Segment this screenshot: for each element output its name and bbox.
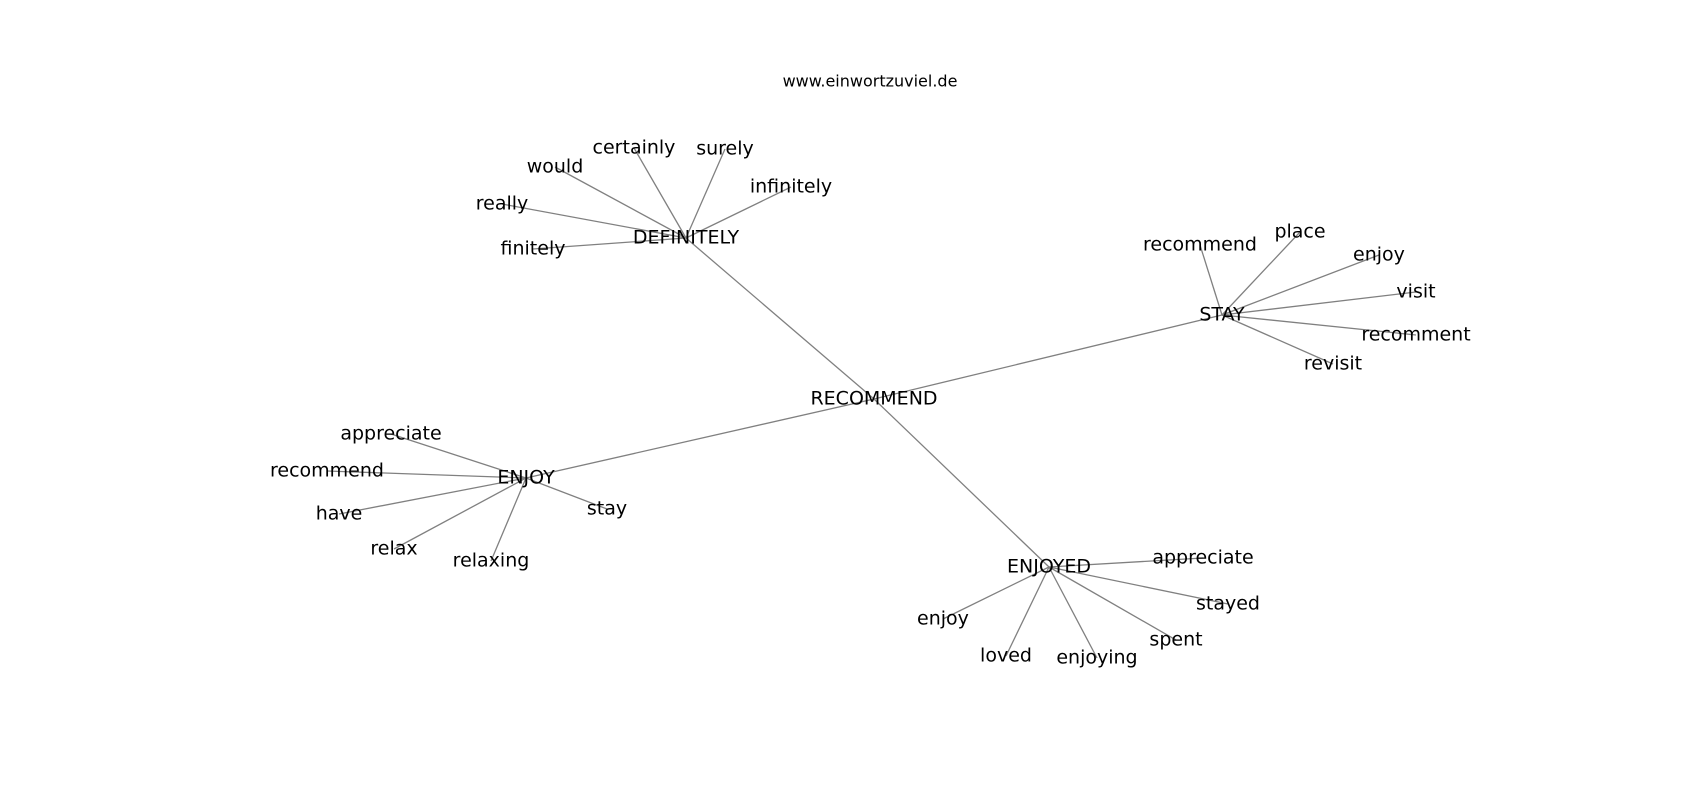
node-leaf-stay-enjoy: enjoy	[1353, 244, 1405, 266]
node-leaf-enjoy-relax: relax	[370, 538, 417, 560]
edge-enjoy-appreciate	[390, 433, 527, 479]
graph-edges	[326, 147, 1417, 659]
edge-stay-place	[1221, 231, 1301, 316]
graph-labels: www.einwortzuviel.de RECOMMEND DEFINITELY…	[270, 72, 1471, 669]
node-hub-enjoyed: ENJOYED	[1007, 556, 1091, 578]
node-hub-enjoy: ENJOY	[497, 467, 555, 489]
edge-enjoy-stay	[525, 477, 608, 510]
node-leaf-enjoy-relaxing: relaxing	[453, 550, 530, 572]
node-leaf-definitely-finitely: finitely	[501, 238, 566, 260]
edge-enjoyed-enjoy	[942, 566, 1050, 620]
node-leaf-stay-recomment: recomment	[1361, 324, 1470, 346]
edge-definitely-really	[501, 203, 687, 239]
edge-enjoyed-spent	[1048, 566, 1177, 641]
edge-definitely-infinitely	[685, 186, 792, 239]
edge-enjoy-have	[338, 477, 527, 515]
node-leaf-enjoy-appreciate: appreciate	[340, 423, 441, 445]
node-leaf-enjoyed-stayed: stayed	[1196, 593, 1260, 615]
edge-definitely-finitely	[532, 237, 687, 250]
edge-enjoyed-enjoying	[1048, 566, 1098, 659]
edge-enjoyed-appreciate	[1048, 557, 1204, 568]
edge-enjoyed-loved	[1005, 566, 1050, 657]
edge-definitely-would	[554, 166, 687, 239]
node-leaf-enjoyed-spent: spent	[1149, 629, 1202, 651]
edge-enjoy-recommend	[326, 470, 527, 479]
edge-root-stay	[873, 314, 1223, 400]
node-leaf-enjoyed-enjoy: enjoy	[917, 608, 969, 630]
node-leaf-stay-visit: visit	[1396, 281, 1435, 303]
edge-enjoyed-stayed	[1048, 566, 1229, 605]
edge-definitely-certainly	[633, 147, 687, 239]
node-leaf-enjoy-stay: stay	[587, 498, 627, 520]
edge-root-enjoy	[525, 398, 875, 479]
node-leaf-stay-recommend: recommend	[1143, 234, 1257, 256]
node-leaf-definitely-really: really	[476, 193, 529, 215]
node-leaf-enjoyed-appreciate: appreciate	[1152, 547, 1253, 569]
edge-stay-enjoy	[1221, 254, 1380, 316]
node-leaf-enjoyed-loved: loved	[980, 645, 1032, 667]
node-leaf-enjoy-recommend: recommend	[270, 460, 384, 482]
node-leaf-definitely-certainly: certainly	[593, 137, 676, 159]
node-leaf-definitely-would: would	[527, 156, 584, 178]
edge-root-enjoyed	[873, 398, 1050, 568]
edge-enjoy-relaxing	[490, 477, 527, 562]
node-leaf-stay-place: place	[1274, 221, 1325, 243]
node-leaf-enjoy-have: have	[316, 503, 363, 525]
node-leaf-stay-revisit: revisit	[1304, 353, 1362, 375]
edge-enjoy-relax	[393, 477, 527, 550]
node-hub-stay: STAY	[1199, 304, 1245, 326]
node-hub-definitely: DEFINITELY	[633, 227, 740, 249]
edge-stay-recommend	[1199, 244, 1223, 316]
edge-root-definitely	[685, 237, 875, 400]
node-leaf-enjoyed-enjoying: enjoying	[1056, 647, 1137, 669]
edge-definitely-surely	[685, 148, 726, 239]
node-leaf-definitely-infinitely: infinitely	[750, 176, 832, 198]
node-root-recommend: RECOMMEND	[810, 388, 937, 410]
node-leaf-definitely-surely: surely	[696, 138, 754, 160]
edge-stay-revisit	[1221, 314, 1334, 365]
edge-stay-recomment	[1221, 314, 1417, 336]
edge-stay-visit	[1221, 291, 1417, 316]
website-label: www.einwortzuviel.de	[783, 72, 958, 91]
